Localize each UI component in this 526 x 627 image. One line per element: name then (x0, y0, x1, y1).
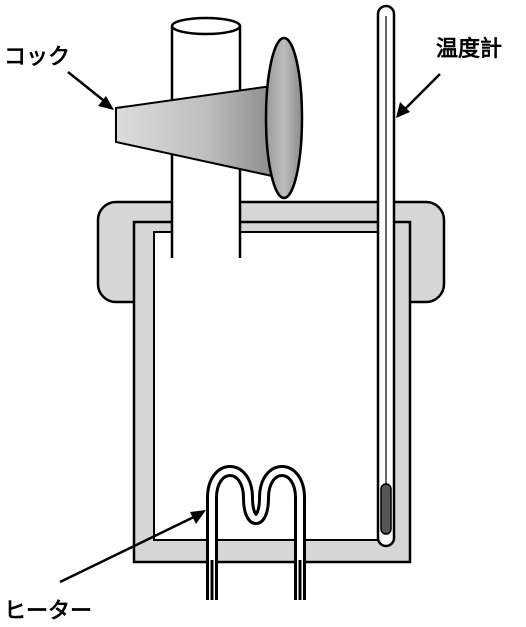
thermometer-bulb (380, 483, 392, 535)
heater-coil (206, 465, 306, 600)
cock-arrow (67, 71, 114, 110)
heater-arrow (59, 510, 206, 584)
cock-valve (115, 36, 304, 200)
vessel-interior (153, 231, 391, 541)
cock-disc (264, 36, 304, 200)
label-heater: ヒーター (4, 599, 92, 624)
label-cock: コック (4, 45, 70, 70)
thermometer-arrow (396, 73, 441, 118)
thermometer (376, 4, 396, 548)
label-thermometer: 温度計 (436, 36, 502, 62)
